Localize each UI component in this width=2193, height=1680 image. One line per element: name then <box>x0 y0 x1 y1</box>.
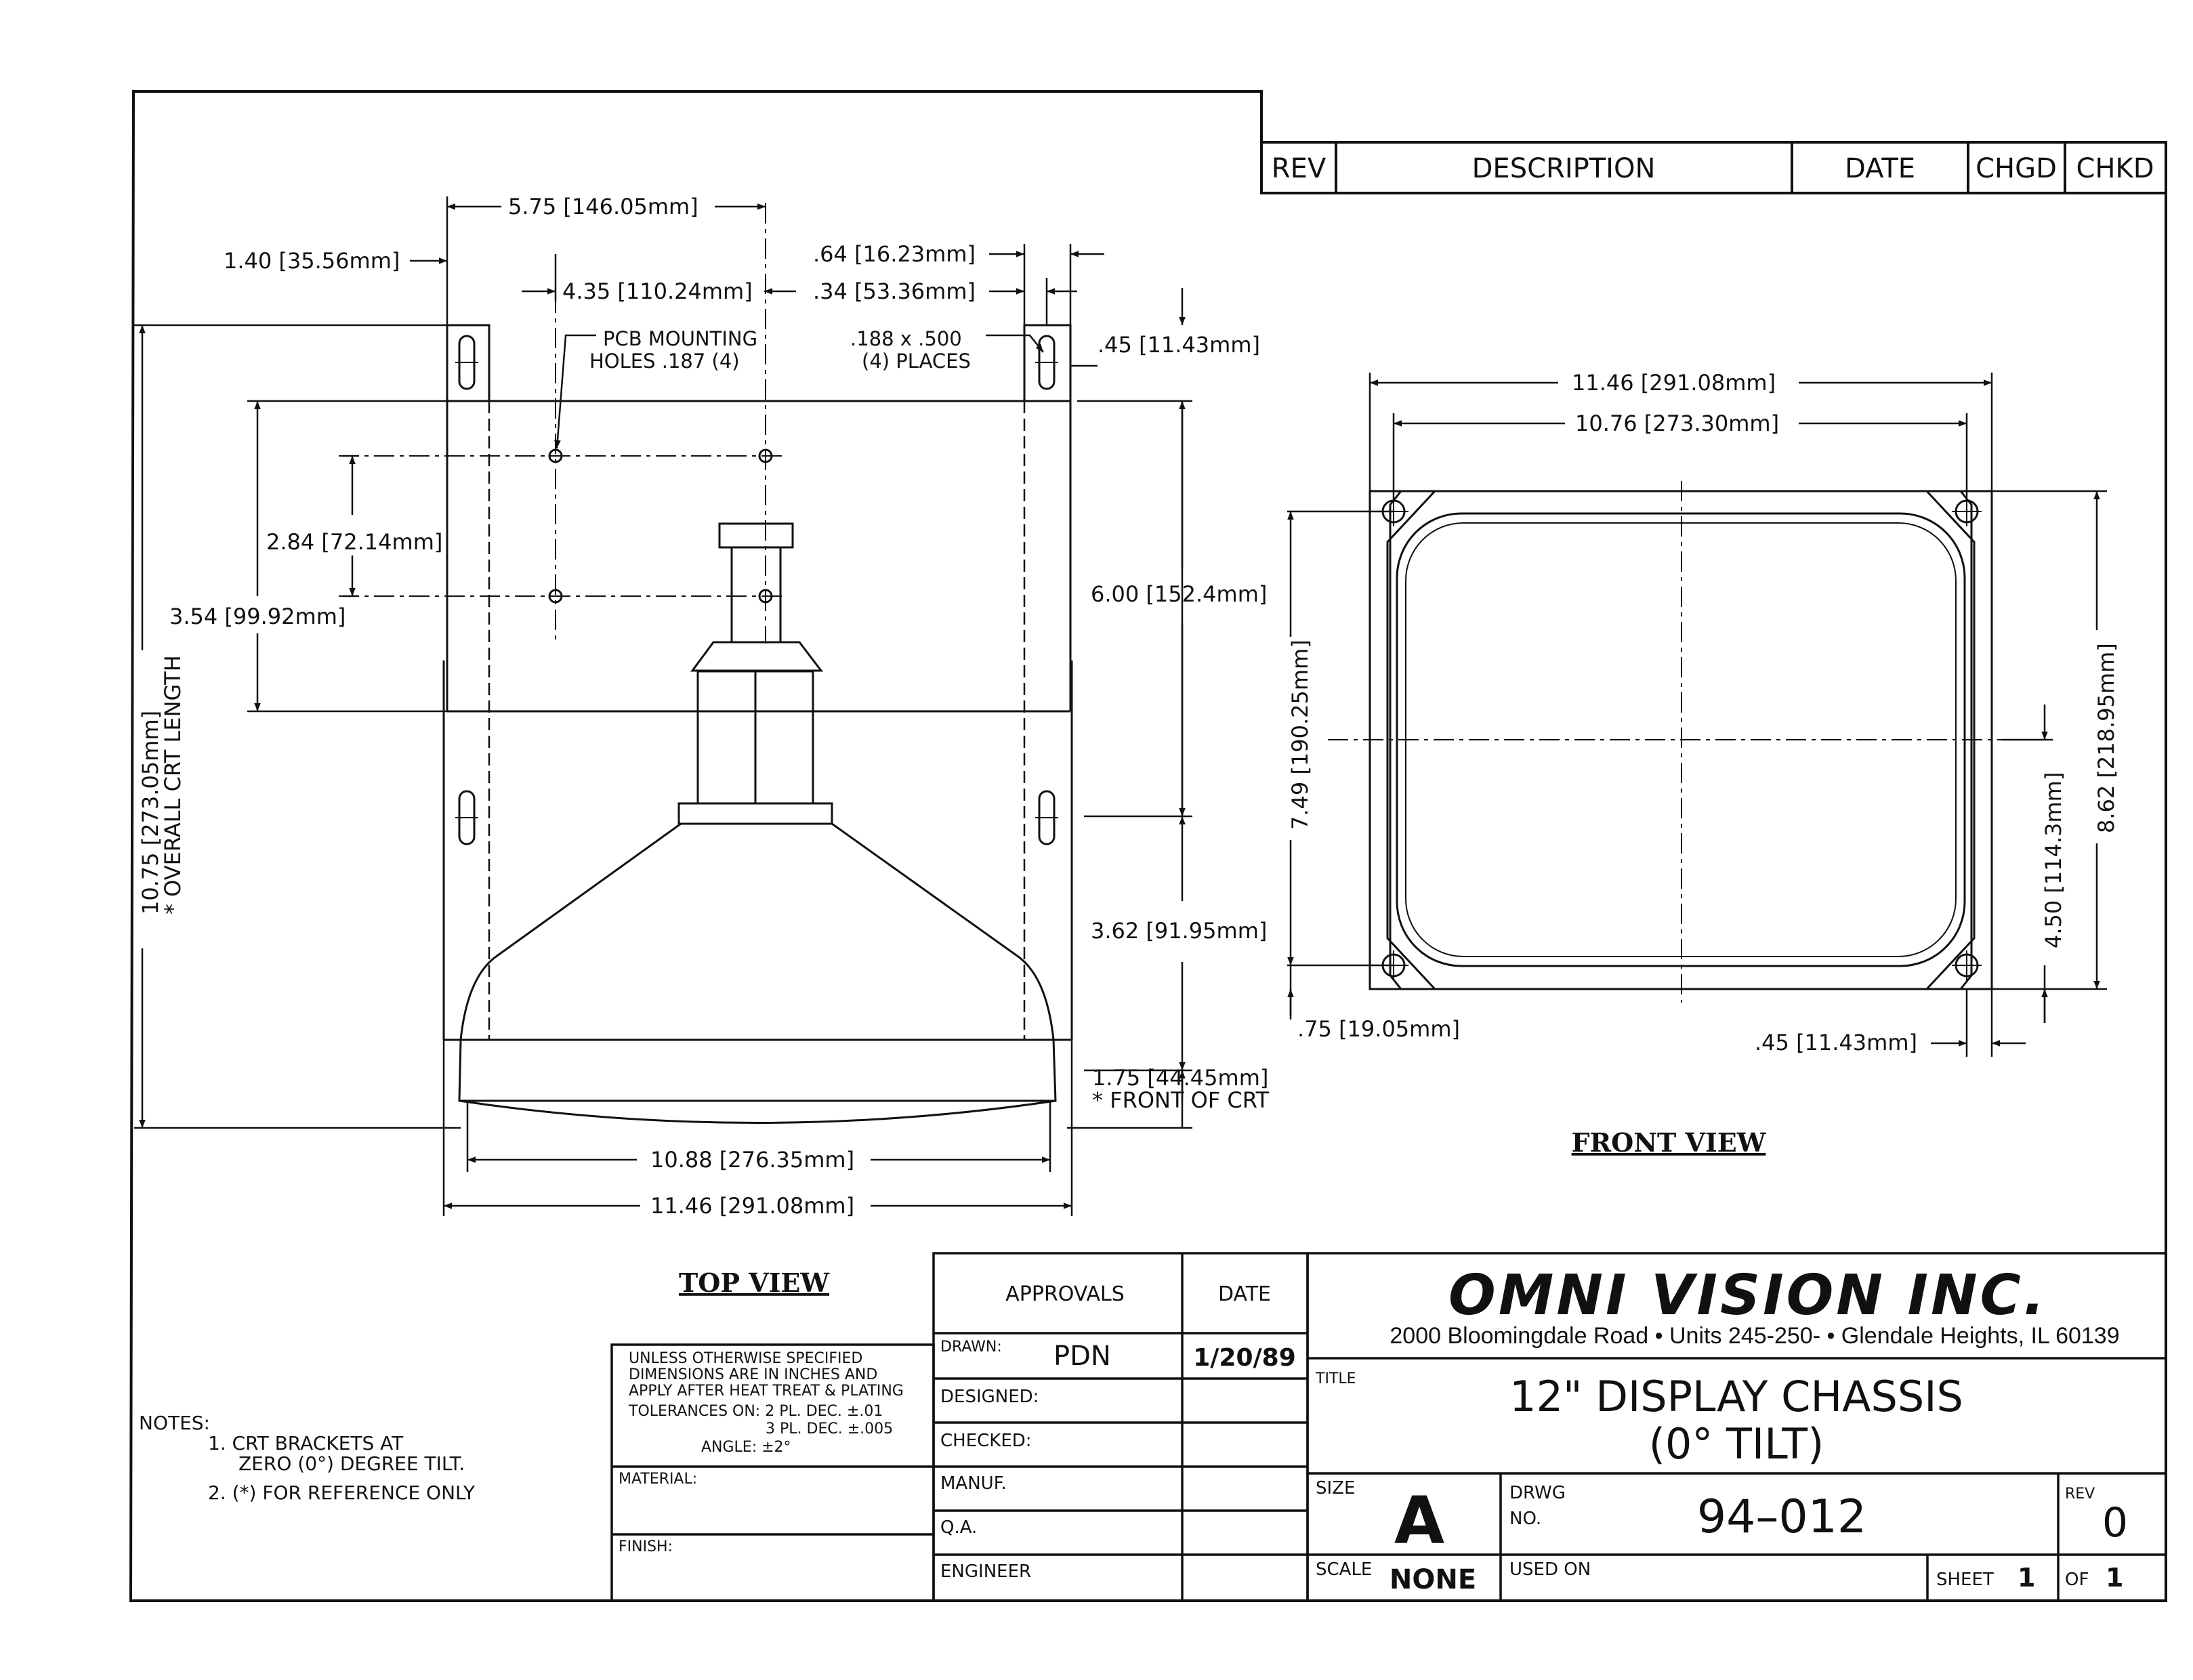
of-value: 1 <box>2106 1563 2123 1593</box>
pcb-note-line1: PCB MOUNTING <box>603 327 757 350</box>
company-address: 2000 Bloomingdale Road • Units 245-250- … <box>1390 1323 2119 1349</box>
front-view-drawing <box>1328 481 2039 1003</box>
tol-line1: UNLESS OTHERWISE SPECIFIED <box>629 1350 862 1367</box>
fdim-0-75: .75 [19.05mm] <box>1297 1016 1460 1042</box>
tolerance-block: UNLESS OTHERWISE SPECIFIED DIMENSIONS AR… <box>610 1343 935 1602</box>
slot-note-line1: .188 x .500 <box>850 327 962 350</box>
description-header: DESCRIPTION <box>1472 153 1656 184</box>
fdim-10-76: 10.76 [273.30mm] <box>1575 411 1779 436</box>
top-view-drawing <box>339 203 1073 1124</box>
dim-3-54: 3.54 [99.92mm] <box>169 604 346 629</box>
sheet-label: SHEET <box>1936 1570 1994 1590</box>
dim-1-75: 1.75 [44.45mm] <box>1092 1065 1268 1091</box>
date-header: DATE <box>1845 153 1915 184</box>
manuf-label: MANUF. <box>940 1473 1007 1494</box>
chgd-header: CHGD <box>1976 153 2057 184</box>
drawn-by: PDN <box>1053 1341 1111 1372</box>
used-on-label: USED ON <box>1509 1559 1591 1580</box>
note-1b: ZERO (0°) DEGREE TILT. <box>238 1452 465 1475</box>
dim-0-64: .64 [16.23mm] <box>813 241 976 267</box>
tol-line5: 3 PL. DEC. ±.005 <box>766 1421 893 1437</box>
drawn-label: DRAWN: <box>940 1339 1002 1356</box>
fdim-4-50: 4.50 [114.3mm] <box>2041 772 2066 948</box>
dim-10-75-note: * OVERALL CRT LENGTH <box>160 655 186 915</box>
size-label: SIZE <box>1316 1478 1355 1498</box>
dim-0-34: .34 [53.36mm] <box>813 278 976 304</box>
size-value: A <box>1394 1483 1444 1559</box>
note-2: 2. (*) FOR REFERENCE ONLY <box>208 1482 476 1504</box>
slot-note-line2: (4) PLACES <box>862 350 971 373</box>
dim-4-35: 4.35 [110.24mm] <box>562 278 753 304</box>
drawing-title-line2: (0° TILT) <box>1649 1419 1824 1469</box>
fdim-8-62: 8.62 [218.95mm] <box>2093 643 2119 833</box>
finish-label: FINISH: <box>619 1538 673 1555</box>
sheet-value: 1 <box>2018 1563 2035 1593</box>
material-label: MATERIAL: <box>619 1471 697 1488</box>
dim-2-84: 2.84 [72.14mm] <box>266 529 442 555</box>
top-view-label: TOP VIEW <box>679 1267 830 1298</box>
dim-6-00: 6.00 [152.4mm] <box>1091 581 1267 607</box>
drwg-label: DRWG <box>1509 1483 1566 1503</box>
company-name: OMNI VISION INC. <box>1448 1263 2047 1328</box>
dim-10-88: 10.88 [276.35mm] <box>650 1147 854 1173</box>
rev-label: REV <box>2065 1486 2095 1503</box>
front-view-label: FRONT VIEW <box>1572 1127 1767 1158</box>
tol-line6: ANGLE: ±2° <box>701 1439 791 1456</box>
tol-line4: TOLERANCES ON: 2 PL. DEC. ±.01 <box>628 1403 883 1420</box>
dim-5-75: 5.75 [146.05mm] <box>508 194 698 219</box>
dim-1-40: 1.40 [35.56mm] <box>224 248 400 274</box>
title-label: TITLE <box>1315 1370 1356 1387</box>
approvals-date-header: DATE <box>1218 1282 1271 1306</box>
front-view-dimension-lines <box>1287 373 2107 1057</box>
top-view-dimension-lines <box>134 196 1192 1216</box>
drawing-number: 94–012 <box>1697 1490 1866 1544</box>
fdim-11-46: 11.46 [291.08mm] <box>1572 370 1776 396</box>
notes-title: NOTES: <box>139 1412 210 1434</box>
scale-value: NONE <box>1390 1564 1476 1595</box>
dim-11-46: 11.46 [291.08mm] <box>650 1193 854 1219</box>
no-label: NO. <box>1509 1509 1541 1529</box>
front-view-dimension-text: 11.46 [291.08mm] 10.76 [273.30mm] 7.49 [… <box>1287 370 2119 1158</box>
title-block: OMNI VISION INC. 2000 Bloomingdale Road … <box>1306 1252 2167 1602</box>
top-view-dimension-text: 5.75 [146.05mm] 1.40 [35.56mm] 4.35 [110… <box>138 194 1270 1298</box>
fdim-7-49: 7.49 [190.25mm] <box>1287 639 1313 830</box>
qa-label: Q.A. <box>940 1517 977 1538</box>
drawing-title-line1: 12" DISPLAY CHASSIS <box>1509 1372 1963 1421</box>
designed-label: DESIGNED: <box>940 1387 1039 1407</box>
general-notes: NOTES: 1. CRT BRACKETS AT ZERO (0°) DEGR… <box>139 1412 476 1504</box>
scale-label: SCALE <box>1316 1559 1372 1580</box>
dim-10-75: 10.75 [273.05mm] <box>138 711 163 915</box>
checked-label: CHECKED: <box>940 1431 1032 1451</box>
tol-line2: DIMENSIONS ARE IN INCHES AND <box>629 1366 877 1383</box>
approvals-header: APPROVALS <box>1005 1282 1125 1306</box>
dim-3-62: 3.62 [91.95mm] <box>1091 918 1267 944</box>
dim-1-75-note: * FRONT OF CRT <box>1092 1087 1270 1113</box>
rev-value: 0 <box>2102 1499 2128 1547</box>
tol-line3: APPLY AFTER HEAT TREAT & PLATING <box>629 1383 904 1400</box>
dim-0-45: .45 [11.43mm] <box>1098 332 1260 358</box>
approvals-block: APPROVALS DATE DRAWN: PDN 1/20/89 DESIGN… <box>932 1252 1309 1602</box>
note-1a: 1. CRT BRACKETS AT <box>208 1432 404 1454</box>
engineer-label: ENGINEER <box>940 1561 1031 1582</box>
fdim-0-45: .45 [11.43mm] <box>1755 1030 1917 1055</box>
drawn-date: 1/20/89 <box>1193 1344 1296 1372</box>
chkd-header: CHKD <box>2076 153 2154 184</box>
rev-header: REV <box>1272 153 1327 184</box>
revision-block: REV DESCRIPTION DATE CHGD CHKD <box>1260 141 2167 194</box>
pcb-note-line2: HOLES .187 (4) <box>589 350 740 373</box>
of-label: OF <box>2065 1570 2089 1590</box>
